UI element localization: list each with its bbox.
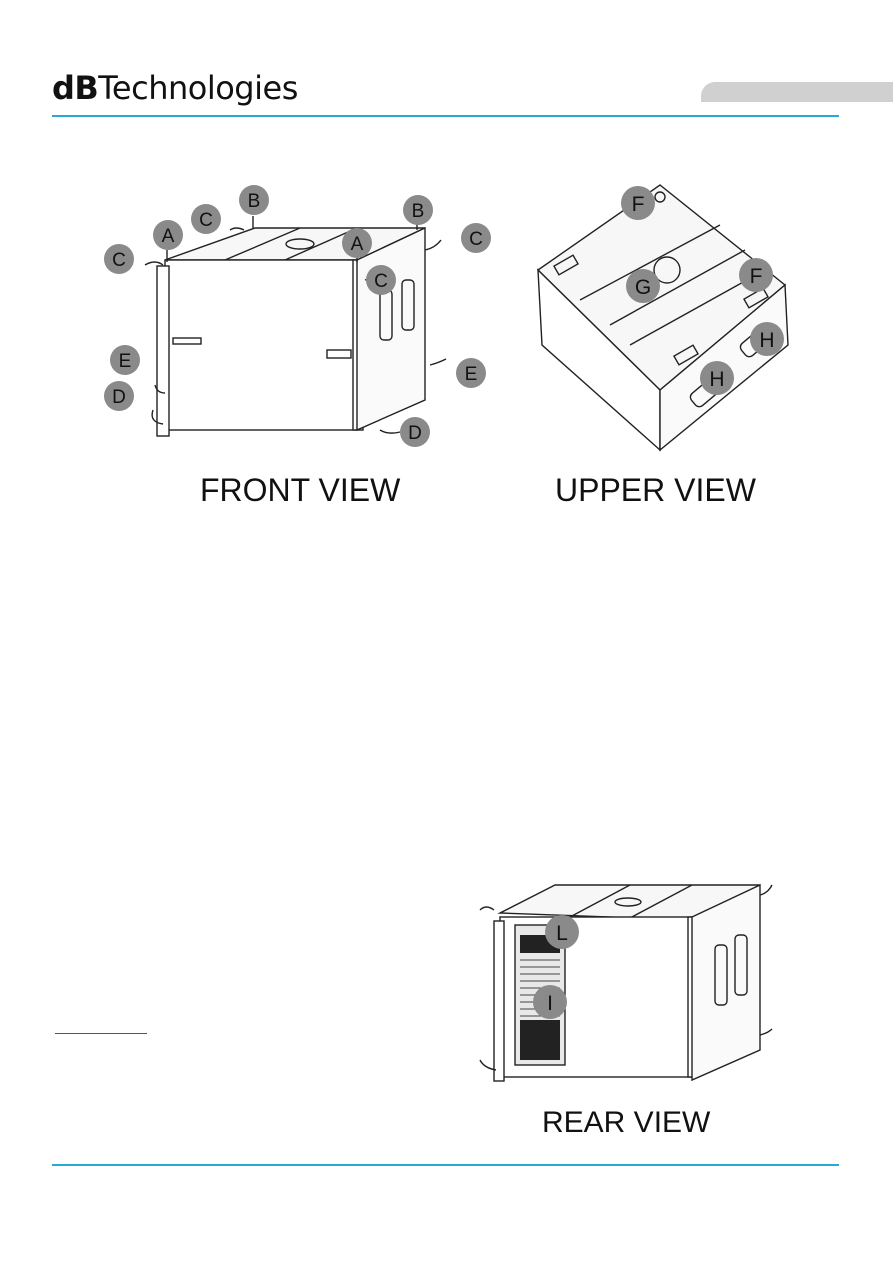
rear-view-caption: REAR VIEW — [542, 1106, 711, 1139]
marker-c-4: C — [374, 271, 388, 292]
marker-i: I — [547, 992, 553, 1015]
header-tab — [701, 82, 893, 102]
marker-c-1: C — [199, 210, 213, 231]
link-underline — [55, 1033, 147, 1034]
upper-view-caption: UPPER VIEW — [555, 472, 756, 508]
marker-b-1: B — [248, 191, 261, 212]
logo-db: dB — [52, 69, 99, 107]
marker-c-3: C — [469, 229, 483, 250]
marker-f-2: F — [750, 265, 763, 288]
marker-h-2: H — [709, 368, 724, 391]
brand-logo: dBTechnologies — [52, 70, 298, 106]
marker-c-2: C — [112, 250, 126, 271]
front-view-figure: A A B B C C C C D D E E — [104, 185, 491, 447]
rear-view-figure: L I — [479, 883, 773, 1082]
marker-a-2: A — [351, 234, 364, 255]
marker-e-2: E — [465, 364, 478, 385]
upper-view-figure: F F G H H — [536, 184, 789, 452]
marker-d-1: D — [112, 387, 126, 408]
marker-a-1: A — [162, 226, 175, 247]
marker-e-1: E — [119, 351, 132, 372]
marker-g: G — [635, 276, 651, 299]
marker-l: L — [556, 922, 568, 945]
marker-b-2: B — [412, 201, 425, 222]
footer-rule — [52, 1164, 839, 1166]
marker-f-1: F — [632, 193, 645, 216]
marker-d-2: D — [408, 423, 422, 444]
front-view-caption: FRONT VIEW — [200, 472, 401, 508]
header-rule — [52, 115, 839, 117]
logo-technologies: Technologies — [98, 69, 298, 107]
marker-h-1: H — [759, 329, 774, 352]
